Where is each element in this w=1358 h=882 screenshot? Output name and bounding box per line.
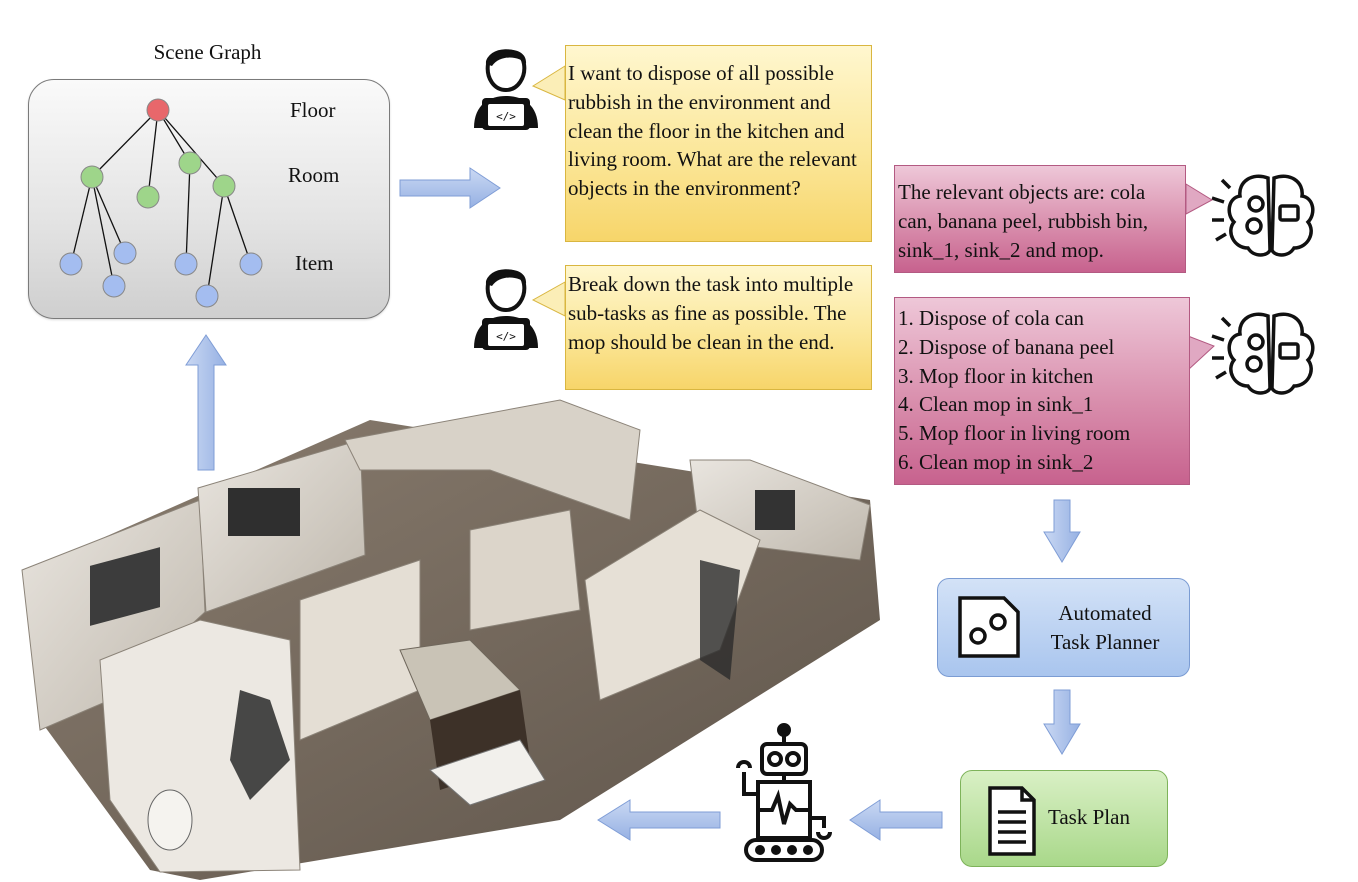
svg-text:</>: </> [496,330,516,343]
bubble-tail [1187,335,1215,372]
svg-text:</>: </> [496,110,516,123]
interior-partition-3 [584,509,761,701]
arrow-down-to-task-plan [1043,689,1081,755]
ai-brain-icon [1211,312,1315,395]
node-item [195,284,219,308]
user-prompt-text: I want to dispose of all possible rubbis… [568,61,857,201]
person-coder-icon: </> [474,269,538,350]
subtask-item: 4. Clean mop in sink_1 [898,392,1094,417]
node-item [113,241,137,265]
window-right [755,490,795,530]
node-room [178,151,202,175]
planner-label: Automated Task Planner [1030,599,1180,657]
person-coder-icon: </> [474,49,538,130]
subtask-item: 1. Dispose of cola can [898,306,1085,330]
node-item [102,274,126,298]
node-room [136,185,160,209]
bubble-tail [531,65,566,101]
subtask-item: 5. Mop floor in living room [898,421,1131,446]
llm-objects-bubble: The relevant objects are: cola can, bana… [894,165,1186,273]
subtask-item: 2. Dispose of banana peel [898,334,1115,359]
node-room [212,174,236,198]
scene-graph-overlay [59,98,263,308]
interior-partition-2 [469,509,581,631]
node-item [59,252,83,276]
planner-label-line1: Automated [1058,601,1152,625]
user-prompt-text: Break down the task into multiple sub-ta… [568,272,854,354]
arrow-right-graph-to-prompt [399,167,501,209]
level-label-item: Item [295,251,334,275]
planner-label-line2: Task Planner [1050,630,1160,654]
scene-graph-title: Scene Graph [153,40,262,64]
subtask-item: 6. Clean mop in sink_2 [898,449,1094,474]
node-floor [146,98,170,122]
node-item [174,252,198,276]
dark-artifact [700,560,740,680]
arrow-left-plan-to-robot [849,799,943,841]
window-left [90,547,160,626]
robot-icon [736,723,832,862]
ai-brain-icon [1211,174,1315,257]
user-prompt-bubble-1: I want to dispose of all possible rubbis… [565,45,872,242]
3d-house-render [21,399,880,880]
arrow-down-to-planner [1043,499,1081,563]
subtask-item: 3. Mop floor in kitchen [898,363,1094,388]
task-plan-label: Task Plan [1048,805,1130,829]
node-room [80,165,104,189]
white-counter [429,739,546,806]
task-document-icon [988,786,1036,856]
house-wall-back-right [344,399,641,521]
bathroom-fixture [147,789,193,851]
level-label-room: Room [288,163,340,187]
node-item [239,252,263,276]
bubble-tail [1185,183,1214,215]
llm-subtasks-bubble: 1. Dispose of cola can 2. Dispose of ban… [894,297,1190,485]
llm-objects-text: The relevant objects are: cola can, bana… [898,180,1149,262]
arrow-left-robot-to-house [597,799,721,841]
window-back [228,488,300,536]
arrow-up-house-to-graph [185,334,227,471]
dark-artifact [230,690,290,800]
bubble-tail [531,281,566,317]
user-prompt-bubble-2: Break down the task into multiple sub-ta… [565,265,872,390]
level-label-floor: Floor [290,98,336,122]
gear-document-icon [958,596,1020,658]
